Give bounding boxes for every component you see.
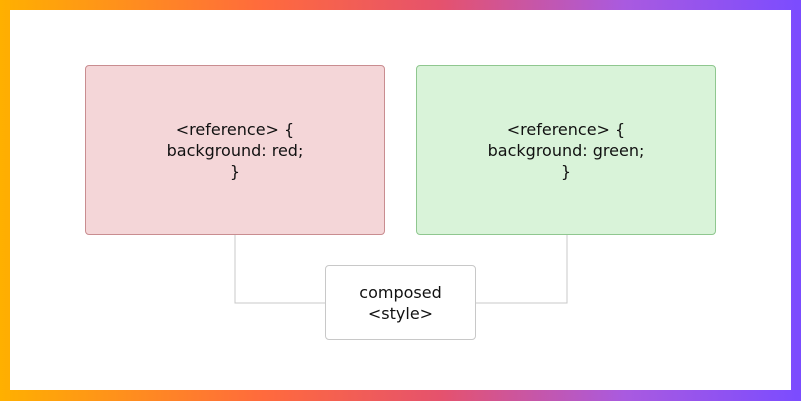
composed-style-text: composed <style> <box>359 282 442 323</box>
reference-green-box: <reference> { background: green; } <box>416 65 716 235</box>
connectors <box>234 235 568 304</box>
diagram-canvas: <reference> { background: red; } <refere… <box>10 10 791 390</box>
edge-green-to-composed <box>476 235 568 304</box>
reference-red-box: <reference> { background: red; } <box>85 65 385 235</box>
reference-red-text: <reference> { background: red; } <box>166 119 304 181</box>
reference-green-text: <reference> { background: green; } <box>487 119 645 181</box>
edge-red-to-composed <box>234 235 325 304</box>
composed-style-box: composed <style> <box>325 265 476 340</box>
